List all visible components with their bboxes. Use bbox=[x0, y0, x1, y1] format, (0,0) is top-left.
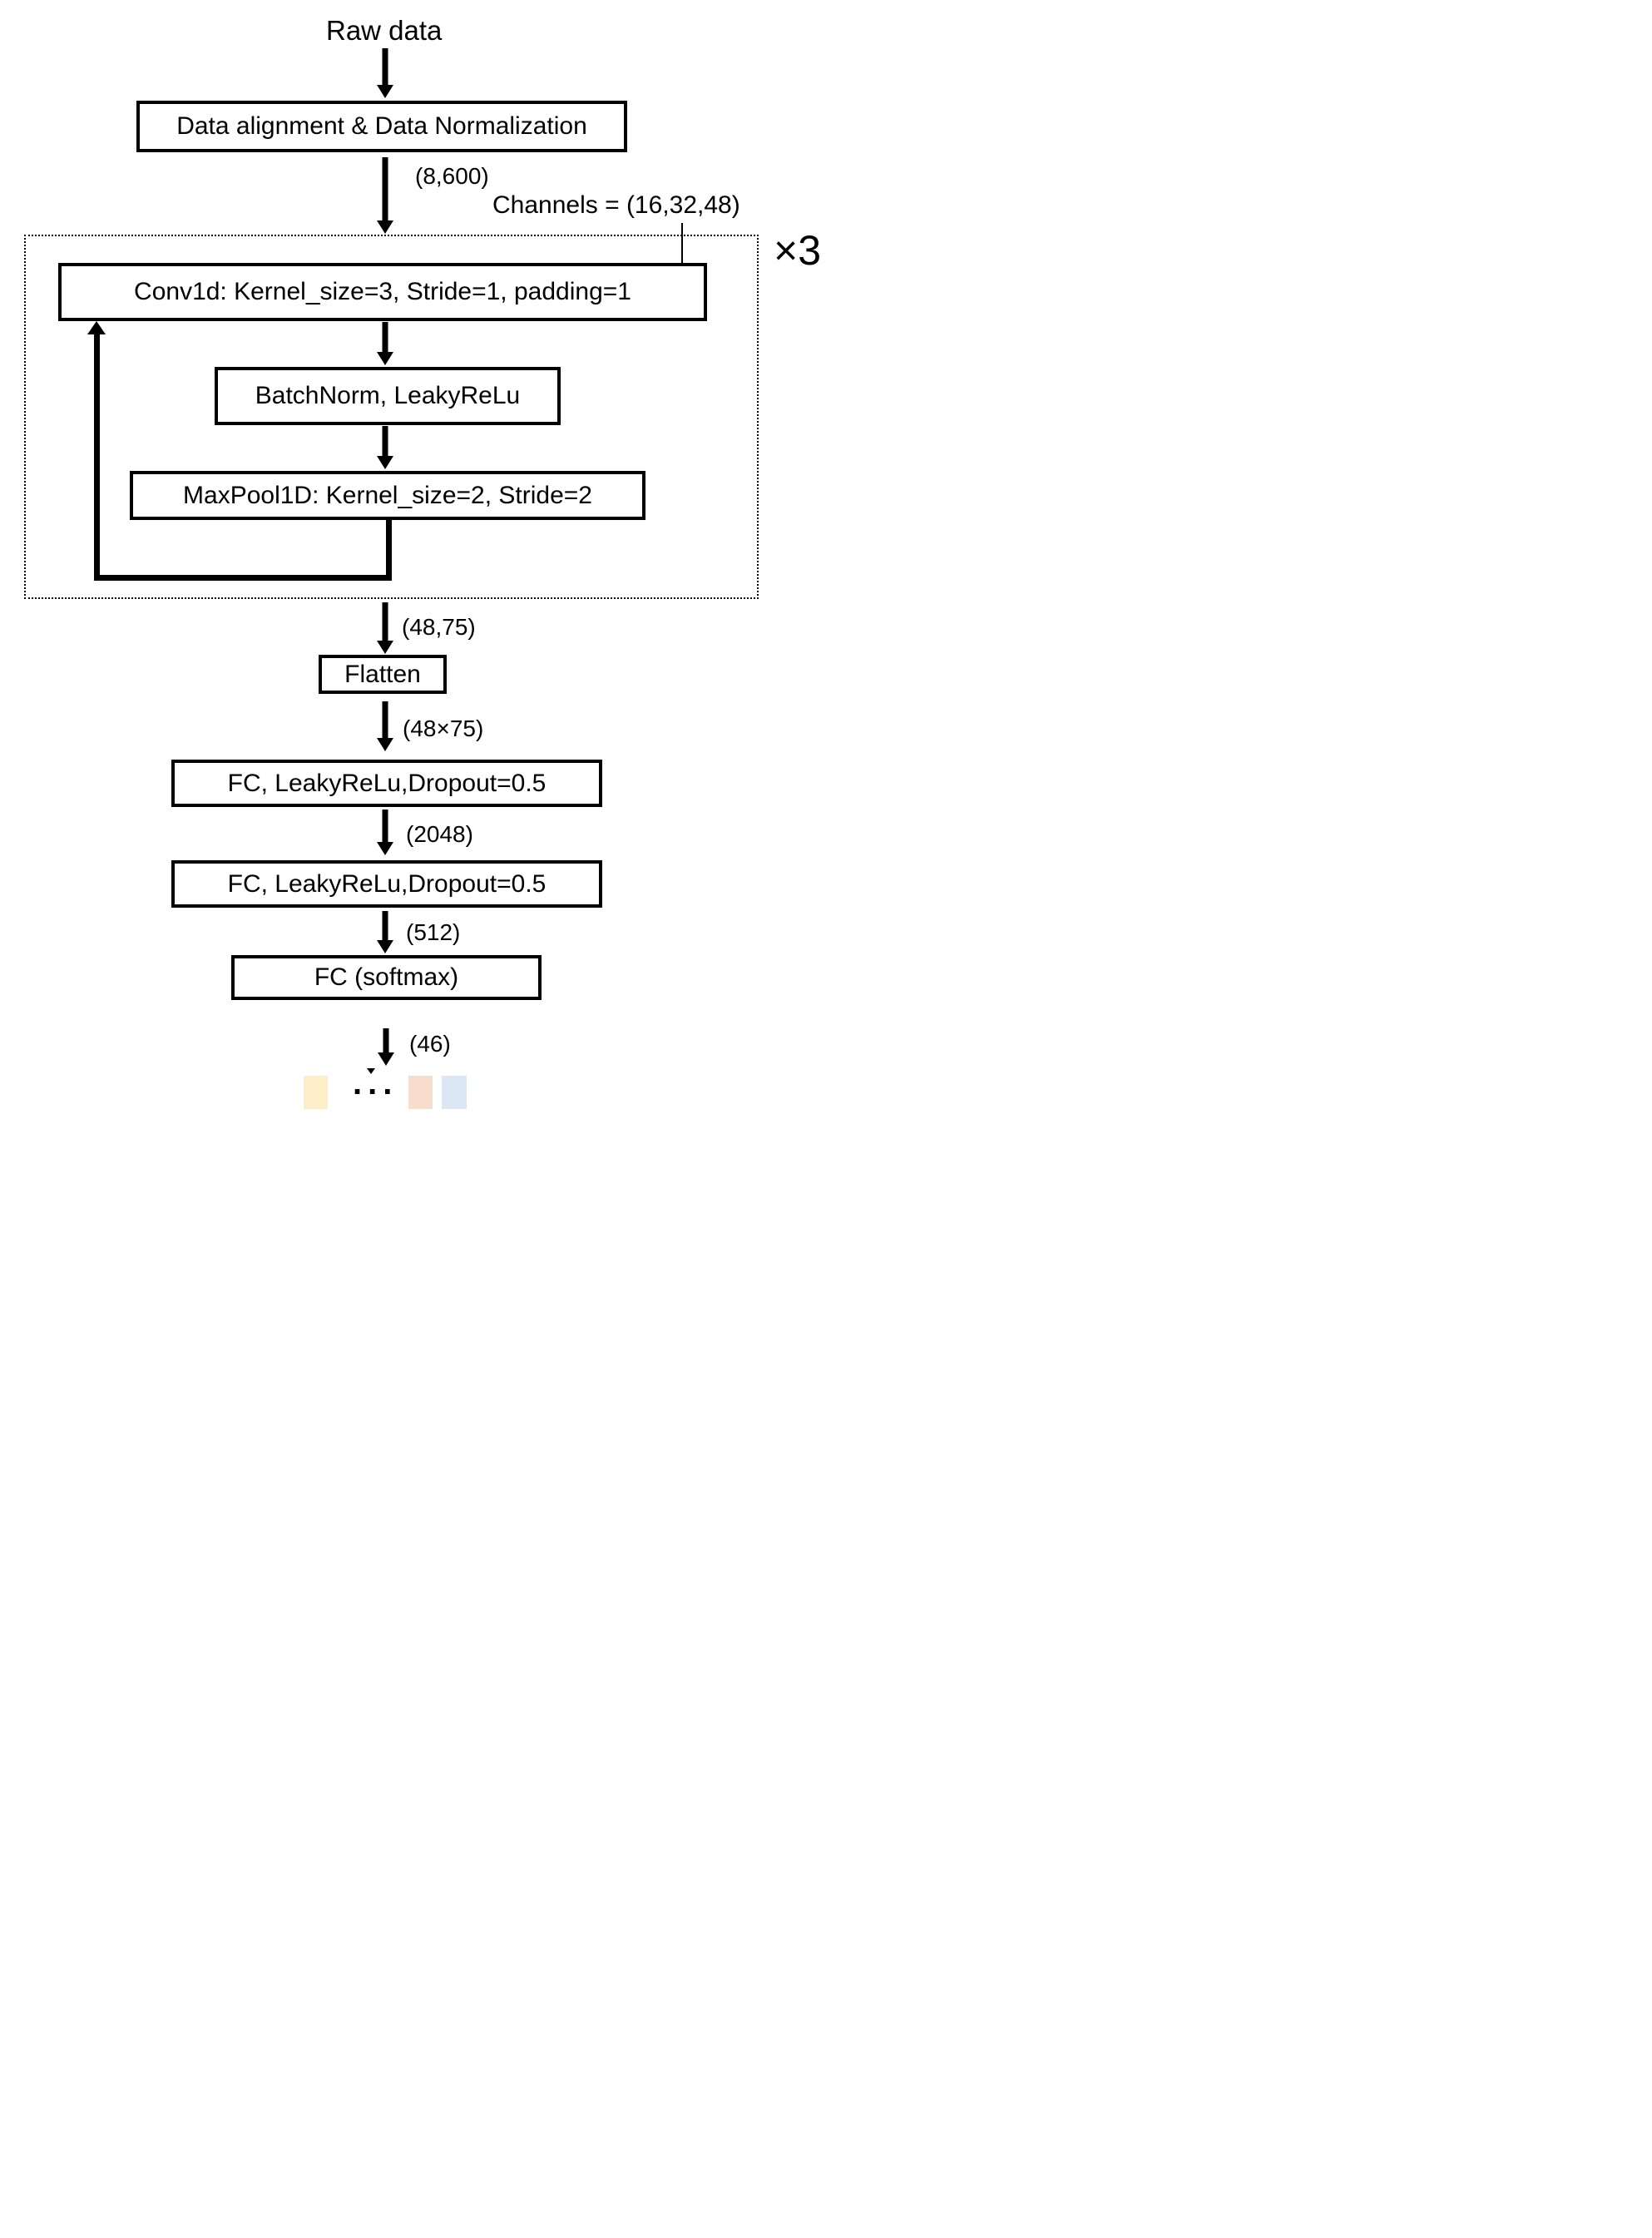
channels-annotation: Channels = (16,32,48) bbox=[492, 191, 740, 219]
shape-label-after-block: (48,75) bbox=[402, 614, 476, 640]
arrow-shaft bbox=[382, 48, 388, 88]
node-label: FC, LeakyReLu,Dropout=0.5 bbox=[227, 869, 547, 898]
loop-line-down bbox=[386, 520, 392, 581]
arrow-head-down-icon bbox=[377, 738, 393, 751]
arrow-flatten-to-fc1 bbox=[376, 701, 394, 751]
arrow-head-down-icon bbox=[377, 641, 393, 654]
arrow-head-down-icon bbox=[377, 85, 393, 98]
arrow-conv-to-batchnorm bbox=[376, 322, 394, 365]
output-bar-blue bbox=[442, 1076, 467, 1109]
loop-line-up bbox=[94, 333, 100, 581]
arrow-shaft bbox=[382, 426, 388, 459]
arrow-head-down-icon bbox=[377, 842, 393, 855]
shape-label-after-flatten: (48×75) bbox=[403, 715, 484, 741]
shape-label-after-fc2: (512) bbox=[406, 919, 461, 945]
node-label: Flatten bbox=[344, 660, 421, 688]
node-conv1d: Conv1d: Kernel_size=3, Stride=1, padding… bbox=[58, 263, 707, 321]
arrow-shaft bbox=[382, 810, 388, 845]
arrow-shaft bbox=[383, 1028, 389, 1056]
arrow-head-down-icon bbox=[377, 940, 393, 953]
node-label: FC, LeakyReLu,Dropout=0.5 bbox=[227, 769, 547, 797]
arrow-head-down-icon bbox=[378, 1052, 394, 1066]
node-fc2: FC, LeakyReLu,Dropout=0.5 bbox=[171, 860, 602, 908]
node-label: MaxPool1D: Kernel_size=2, Stride=2 bbox=[183, 481, 592, 509]
tiny-arrow-head-mark-icon bbox=[367, 1068, 375, 1074]
output-bar-yellow bbox=[304, 1076, 328, 1109]
arrow-softmax-to-output bbox=[377, 1028, 395, 1066]
arrow-head-down-icon bbox=[377, 456, 393, 469]
output-bar-peach bbox=[408, 1076, 433, 1109]
shape-label-after-norm: (8,600) bbox=[415, 163, 489, 189]
arrow-batchnorm-to-maxpool bbox=[376, 426, 394, 469]
node-data-alignment-normalization: Data alignment & Data Normalization bbox=[136, 101, 627, 152]
shape-label-output: (46) bbox=[409, 1031, 451, 1057]
arrow-block-to-flatten bbox=[376, 602, 394, 654]
arrow-shaft bbox=[681, 223, 683, 288]
arrow-fc1-to-fc2 bbox=[376, 810, 394, 855]
node-flatten: Flatten bbox=[319, 655, 447, 694]
arrow-shaft bbox=[382, 701, 388, 741]
ellipsis-dots: ... bbox=[353, 1065, 398, 1102]
arrow-align-to-block bbox=[376, 157, 394, 234]
arrow-shaft bbox=[382, 911, 388, 943]
arrow-head-down-icon bbox=[377, 352, 393, 365]
node-fc1: FC, LeakyReLu,Dropout=0.5 bbox=[171, 760, 602, 807]
raw-data-label: Raw data bbox=[326, 15, 443, 46]
node-label: Conv1d: Kernel_size=3, Stride=1, padding… bbox=[134, 278, 631, 305]
arrow-shaft bbox=[382, 322, 388, 355]
node-batchnorm-leakyrelu: BatchNorm, LeakyReLu bbox=[215, 367, 561, 425]
shape-label-after-fc1: (2048) bbox=[406, 821, 473, 847]
node-label: FC (softmax) bbox=[314, 963, 459, 991]
arrow-head-down-icon bbox=[377, 220, 393, 234]
node-maxpool1d: MaxPool1D: Kernel_size=2, Stride=2 bbox=[130, 471, 645, 520]
node-label: Data alignment & Data Normalization bbox=[176, 112, 587, 140]
arrow-fc2-to-softmax bbox=[376, 911, 394, 953]
node-fc-softmax: FC (softmax) bbox=[231, 955, 542, 1000]
loop-arrow-head-up-icon bbox=[87, 321, 106, 334]
loop-line-horizontal bbox=[94, 575, 392, 581]
repeat-count-label: ×3 bbox=[774, 227, 822, 274]
arrow-shaft bbox=[382, 157, 388, 224]
arrow-shaft bbox=[382, 602, 388, 644]
repeat-block-outline bbox=[24, 235, 759, 599]
cnn-architecture-diagram: Raw data Data alignment & Data Normaliza… bbox=[0, 0, 826, 1119]
node-label: BatchNorm, LeakyReLu bbox=[255, 382, 521, 409]
arrow-raw-to-align bbox=[376, 48, 394, 98]
